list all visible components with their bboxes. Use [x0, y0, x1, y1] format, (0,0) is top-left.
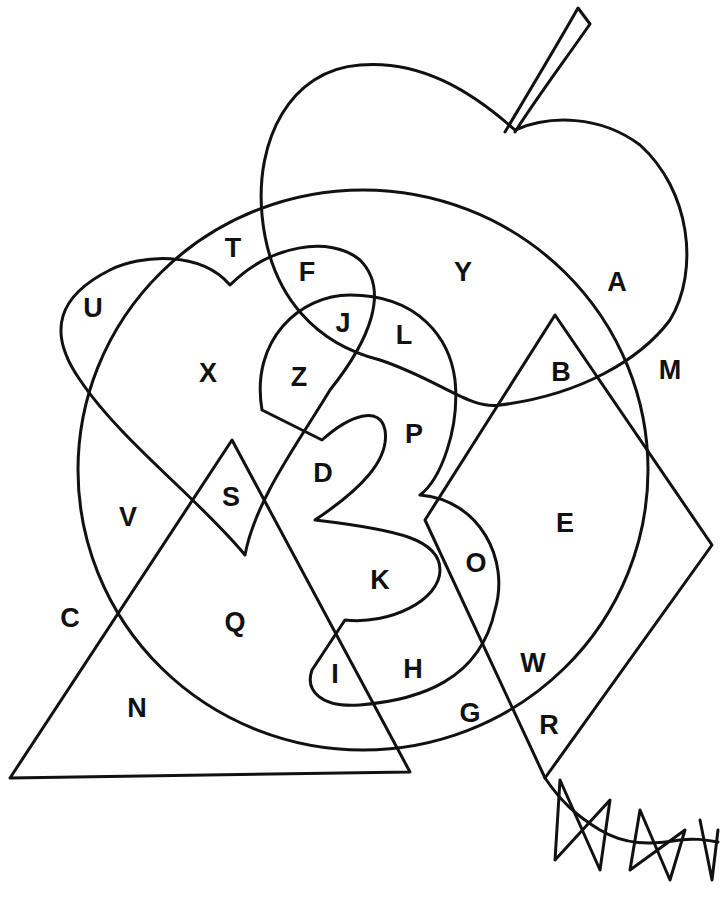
region-letter: Y	[454, 259, 472, 286]
kite-bow	[555, 780, 610, 870]
region-letter: R	[539, 712, 559, 739]
region-letter: X	[199, 360, 217, 387]
region-letter: I	[331, 661, 339, 688]
region-letter: W	[520, 650, 545, 677]
region-letter: U	[83, 295, 103, 322]
kite-tail	[545, 778, 718, 843]
region-letter: N	[127, 695, 147, 722]
region-letter: F	[299, 259, 316, 286]
region-letter: Z	[291, 364, 308, 391]
region-letter: S	[222, 484, 240, 511]
region-letter: B	[551, 359, 571, 386]
region-letter: E	[556, 510, 574, 537]
region-letter: J	[335, 310, 350, 337]
region-letter: V	[119, 504, 137, 531]
apple-stem	[505, 8, 590, 132]
kite-bow	[700, 820, 718, 880]
triangle-outline	[10, 440, 410, 778]
region-letter: O	[465, 550, 486, 577]
kite-bow	[630, 810, 685, 880]
region-letter: H	[403, 656, 423, 683]
heart-outline	[61, 246, 375, 555]
region-letter: A	[607, 269, 627, 296]
three-outline	[260, 295, 499, 705]
region-letter: D	[313, 460, 333, 487]
region-letter: P	[405, 421, 423, 448]
region-letter: G	[459, 700, 480, 727]
region-letter: L	[396, 322, 413, 349]
region-letter: M	[659, 357, 682, 384]
region-letter: C	[60, 605, 80, 632]
kite-outline	[425, 315, 712, 778]
region-letter: K	[370, 567, 390, 594]
region-letter: Q	[224, 609, 245, 636]
region-letter: T	[225, 235, 242, 262]
circle-outline	[78, 190, 648, 750]
